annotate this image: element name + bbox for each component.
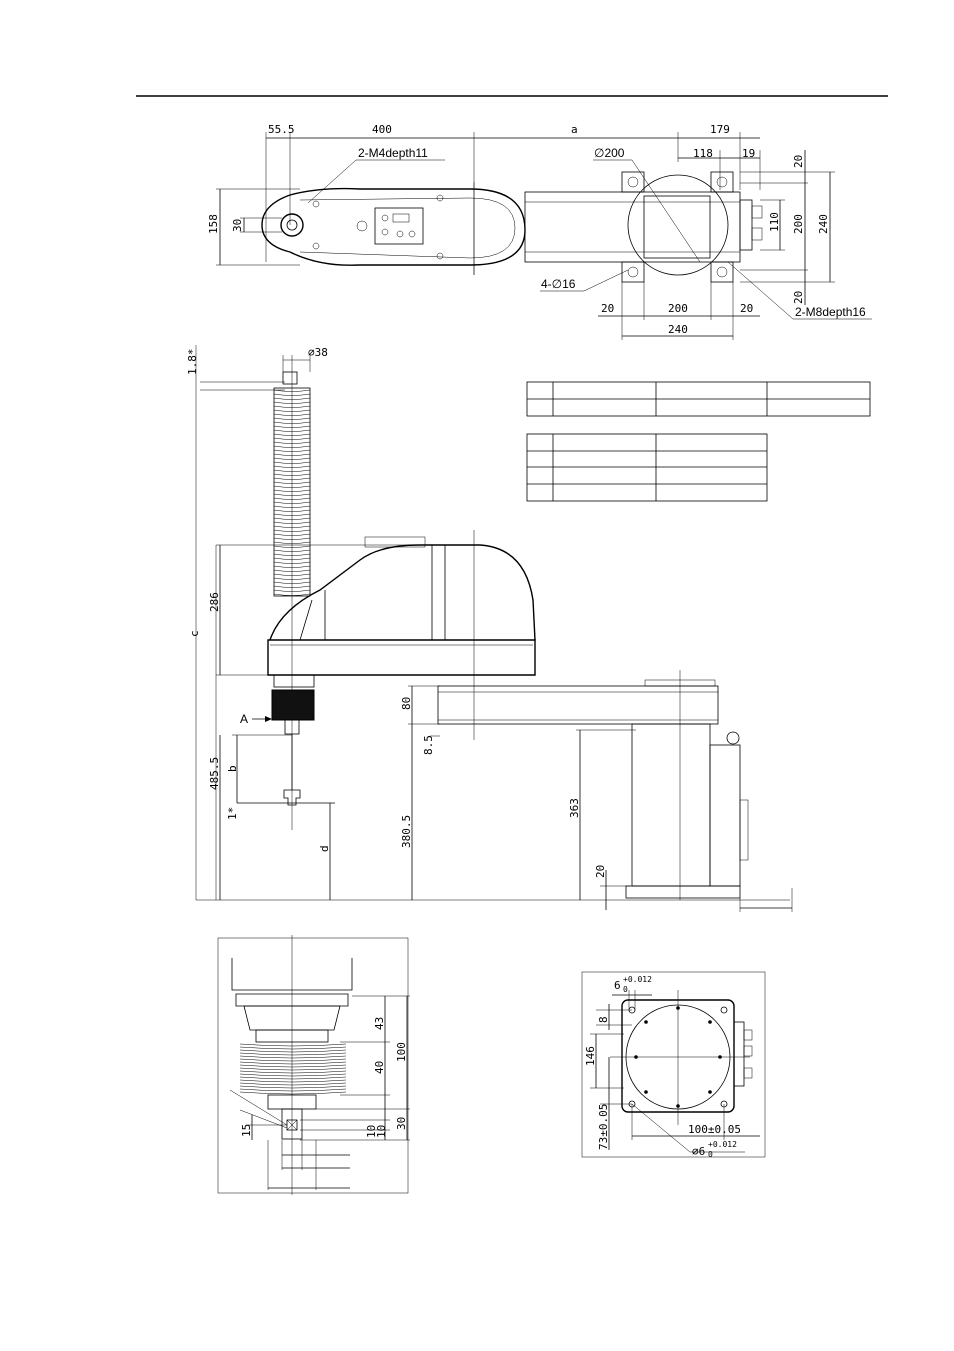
spec-table-2 [526, 433, 768, 502]
dim-30-detail: 30 [395, 1117, 408, 1130]
dim-phi38: ∅38 [308, 346, 328, 359]
label-A: A [240, 712, 248, 726]
dim-485-5: 485.5 [208, 757, 221, 790]
dim-19: 19 [742, 147, 755, 160]
dim-100-tol: 100±0.05 [688, 1123, 741, 1136]
dim-55-5: 55.5 [268, 123, 295, 136]
dim-240-v: 240 [817, 214, 830, 234]
dim-d: d [318, 845, 331, 852]
dim-80: 80 [400, 697, 413, 710]
dim-8: 8 [597, 1016, 610, 1023]
callout-m4: 2-M4depth11 [358, 146, 428, 160]
dim-15: 15 [240, 1124, 253, 1137]
dim-1star: 1* [226, 807, 239, 820]
top-view: 55.5 400 a 179 118 19 [207, 123, 872, 340]
dim-380-5: 380.5 [400, 815, 413, 848]
dim-tol-bot: +0.012 [708, 1140, 737, 1149]
dim-20-l: 20 [601, 302, 614, 315]
dim-158: 158 [207, 214, 220, 234]
dim-20-top: 20 [792, 155, 805, 168]
lower-bellows [239, 1043, 347, 1095]
dim-c: c [188, 630, 201, 637]
dim-30: 30 [231, 219, 244, 232]
dim-146: 146 [584, 1046, 597, 1066]
callout-phi200: ∅200 [594, 146, 625, 160]
dim-phi6: ∅6 [692, 1145, 705, 1158]
dim-363: 363 [568, 798, 581, 818]
dim-8-5: 8.5 [422, 735, 435, 755]
dim-118: 118 [693, 147, 713, 160]
spec-table-1 [526, 381, 871, 417]
dim-400: 400 [372, 123, 392, 136]
dim-20-bot: 20 [792, 291, 805, 304]
dim-100: 100 [395, 1042, 408, 1062]
dim-6-top: 6 [614, 979, 621, 992]
dim-tol-bot-lo: 0 [708, 1150, 713, 1159]
dim-tol-top: +0.012 [623, 975, 652, 984]
dim-286: 286 [208, 592, 221, 612]
dim-1-8: 1.8* [186, 349, 199, 376]
dim-200-h: 200 [668, 302, 688, 315]
dim-10a: 10 [365, 1125, 378, 1138]
dim-43: 43 [373, 1017, 386, 1030]
dim-10b: 10 [375, 1125, 388, 1138]
dim-20: 20 [594, 865, 607, 878]
detail-base-view: 6 +0.012 0 8 146 73±0.05 100±0.05 ∅6 +0.… [581, 971, 766, 1159]
dim-179: 179 [710, 123, 730, 136]
dim-b: b [226, 765, 239, 772]
callout-m8: 2-M8depth16 [795, 305, 866, 319]
side-view: ∅38 1.8* 286 c [186, 345, 871, 912]
dim-73: 73±0.05 [597, 1104, 610, 1150]
dim-200-v: 200 [792, 214, 805, 234]
detail-shaft-view: 43 40 100 10 10 30 15 [217, 935, 410, 1195]
dim-240-h: 240 [668, 323, 688, 336]
dim-110: 110 [768, 212, 781, 232]
dim-20-r: 20 [740, 302, 753, 315]
dim-40: 40 [373, 1061, 386, 1074]
callout-holes: 4-∅16 [541, 277, 576, 291]
dim-a: a [571, 123, 578, 136]
dim-tol-top-lo: 0 [623, 985, 628, 994]
